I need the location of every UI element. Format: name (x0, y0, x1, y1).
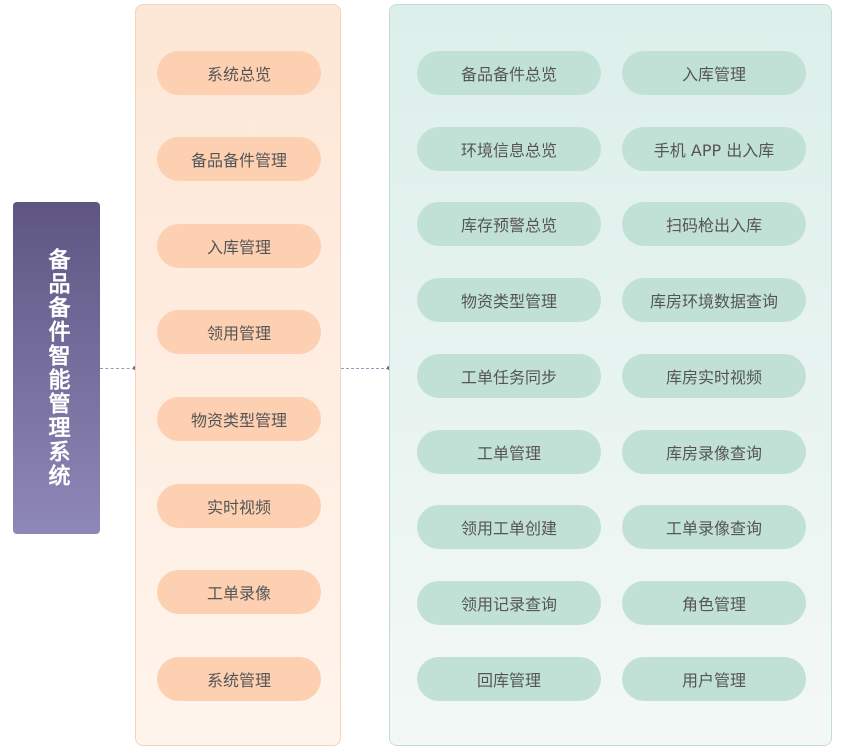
module-item: 实时视频 (157, 484, 321, 528)
function-item: 库房实时视频 (622, 354, 806, 398)
function-item: 入库管理 (622, 51, 806, 95)
module-item: 入库管理 (157, 224, 321, 268)
module-item: 物资类型管理 (157, 397, 321, 441)
module-panel: 系统总览 备品备件管理 入库管理 领用管理 物资类型管理 实时视频 工单录像 系… (135, 4, 341, 746)
function-item: 环境信息总览 (417, 127, 601, 171)
module-item: 备品备件管理 (157, 137, 321, 181)
module-item: 工单录像 (157, 570, 321, 614)
function-item: 领用记录查询 (417, 581, 601, 625)
connector-root-to-left (100, 368, 135, 369)
module-item: 系统管理 (157, 657, 321, 701)
function-item: 库房录像查询 (622, 430, 806, 474)
function-item: 工单任务同步 (417, 354, 601, 398)
function-item: 库房环境数据查询 (622, 278, 806, 322)
function-panel: 备品备件总览 环境信息总览 库存预警总览 物资类型管理 工单任务同步 工单管理 … (389, 4, 832, 746)
function-item: 用户管理 (622, 657, 806, 701)
root-node: 备品备件智能管理系统 (13, 202, 100, 534)
function-item: 角色管理 (622, 581, 806, 625)
module-item: 系统总览 (157, 51, 321, 95)
function-item: 工单管理 (417, 430, 601, 474)
function-item: 领用工单创建 (417, 505, 601, 549)
function-item: 库存预警总览 (417, 202, 601, 246)
function-item: 扫码枪出入库 (622, 202, 806, 246)
function-item: 手机 APP 出入库 (622, 127, 806, 171)
root-title: 备品备件智能管理系统 (44, 248, 70, 488)
connector-left-to-right (341, 368, 389, 369)
function-item: 回库管理 (417, 657, 601, 701)
function-item: 备品备件总览 (417, 51, 601, 95)
module-item: 领用管理 (157, 310, 321, 354)
function-item: 工单录像查询 (622, 505, 806, 549)
function-item: 物资类型管理 (417, 278, 601, 322)
